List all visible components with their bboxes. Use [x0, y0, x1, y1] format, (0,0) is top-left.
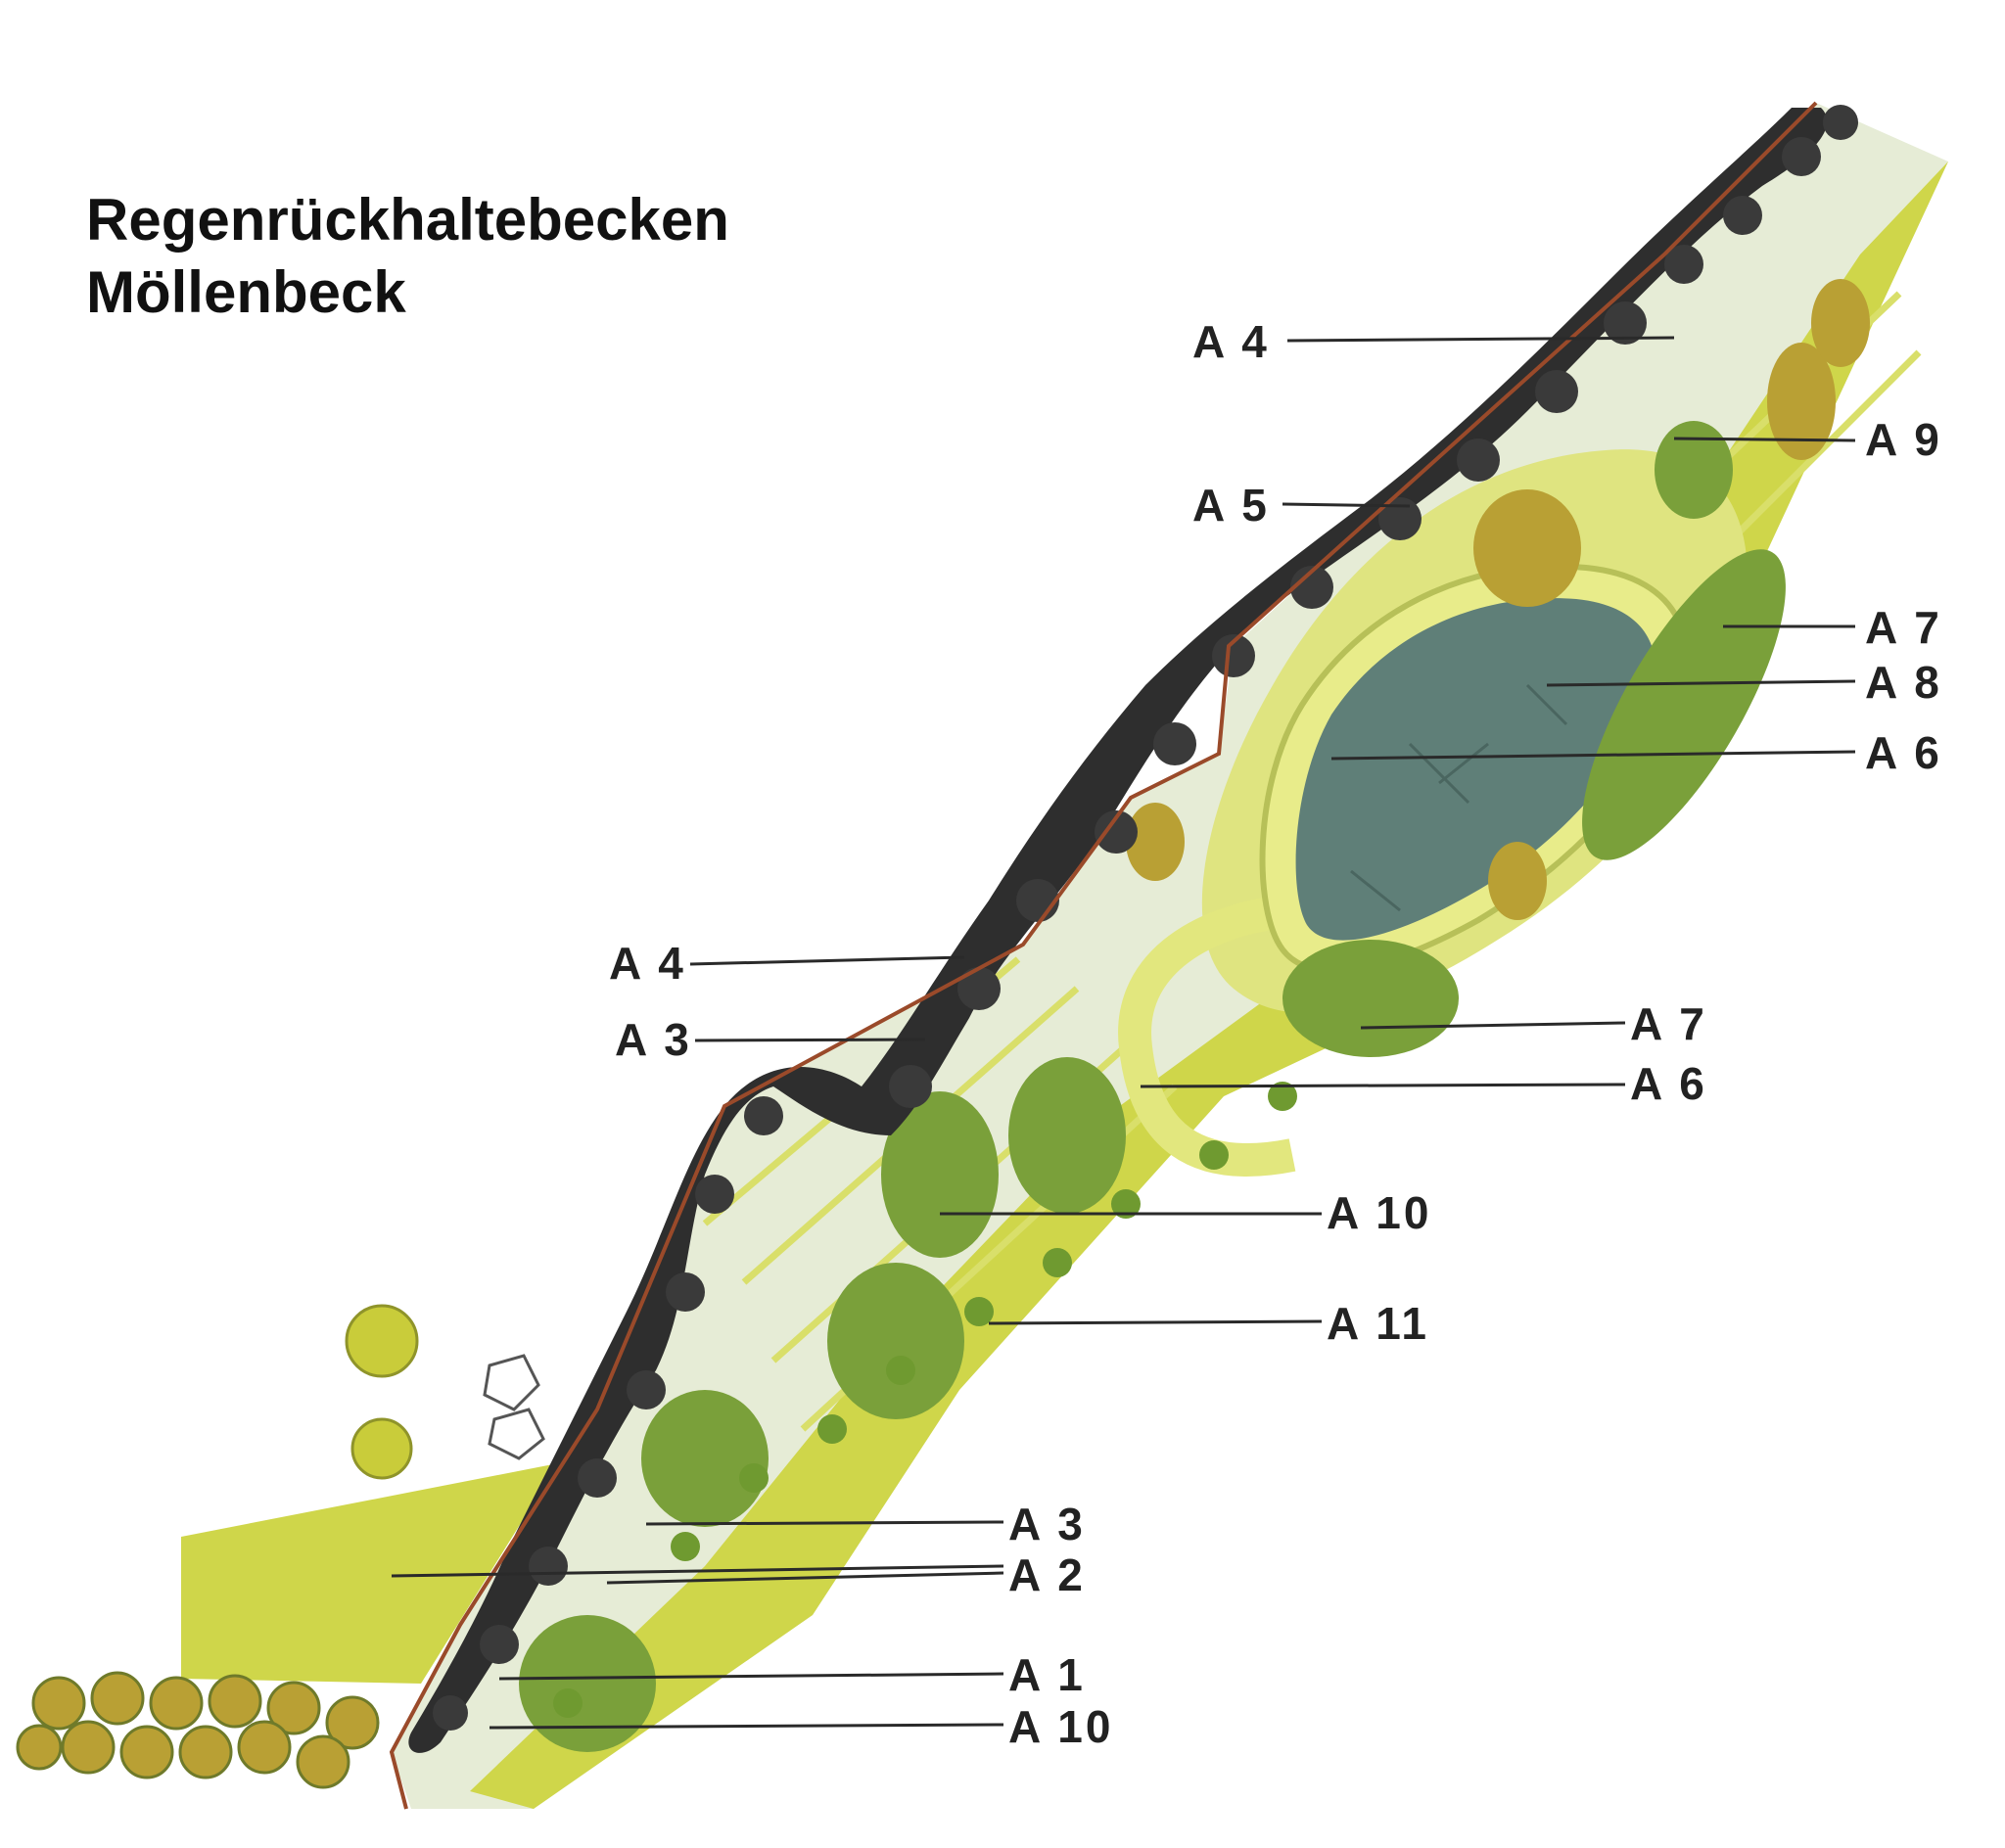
- map-labels: A 4 A 5 A 9 A 7 A 8 A 6 A 4 A 3 A 7 A 6 …: [609, 316, 1942, 1752]
- label-a5: A 5: [1192, 480, 1270, 531]
- label-a3-mid: A 3: [615, 1014, 692, 1065]
- lower-meadow-field: [181, 1463, 558, 1684]
- site-boundary-line: [389, 101, 1818, 1810]
- label-a6-top: A 6: [1865, 727, 1942, 778]
- small-building-outline: [483, 1354, 545, 1460]
- leader-lines: [391, 336, 1856, 1730]
- label-a4-mid: A 4: [609, 938, 686, 989]
- label-a7-top: A 7: [1865, 602, 1942, 653]
- single-trees: [553, 1082, 1297, 1718]
- label-a9: A 9: [1865, 414, 1942, 465]
- label-a2: A 2: [1008, 1549, 1086, 1600]
- map-title-line-1: Regenrückhaltebecken: [86, 187, 729, 253]
- map-title: Regenrückhaltebecken Möllenbeck: [86, 184, 729, 329]
- pond-reed-marks: [1350, 683, 1568, 912]
- dark-tree-crowns: [433, 105, 1858, 1731]
- label-a10-mid: A 10: [1327, 1187, 1431, 1238]
- label-a11: A 11: [1327, 1298, 1429, 1349]
- label-a1: A 1: [1008, 1649, 1086, 1700]
- label-a7-mid: A 7: [1630, 998, 1707, 1049]
- bottom-left-tree-row: [16, 1671, 380, 1789]
- solitary-trees-left: [345, 1304, 419, 1480]
- label-a8: A 8: [1865, 657, 1942, 708]
- label-a6-mid: A 6: [1630, 1058, 1707, 1109]
- label-a4-top: A 4: [1192, 316, 1270, 367]
- map-title-line-2: Möllenbeck: [86, 259, 406, 325]
- label-a10-low: A 10: [1008, 1701, 1113, 1752]
- orchard-trees: [1126, 279, 1870, 920]
- label-a3-low: A 3: [1008, 1499, 1086, 1549]
